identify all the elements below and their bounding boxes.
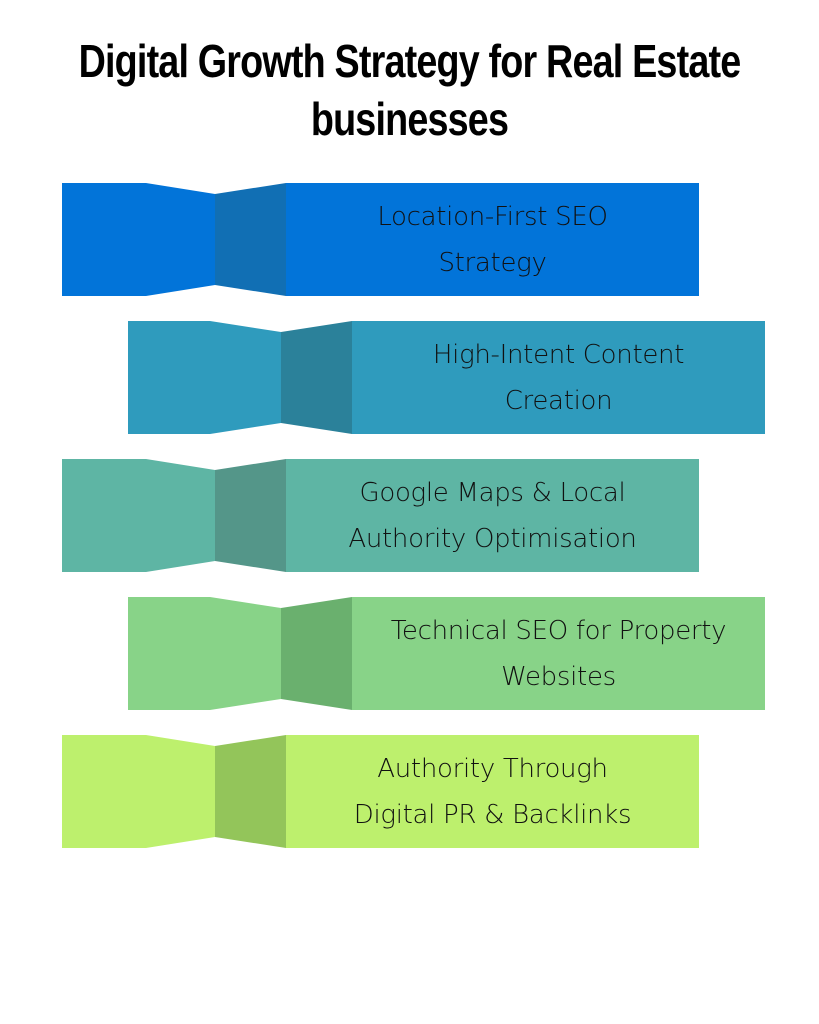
ribbon-shape xyxy=(128,597,765,710)
ribbon-shape xyxy=(62,183,699,296)
page-title: Digital Growth Strategy for Real Estate … xyxy=(74,32,746,148)
ribbon-shape xyxy=(62,735,699,848)
ribbon-shape xyxy=(128,321,765,434)
title-line-1: Digital Growth Strategy for Real Estate xyxy=(78,35,742,87)
title-line-2: businesses xyxy=(310,93,509,145)
ribbon-shape xyxy=(62,459,699,572)
